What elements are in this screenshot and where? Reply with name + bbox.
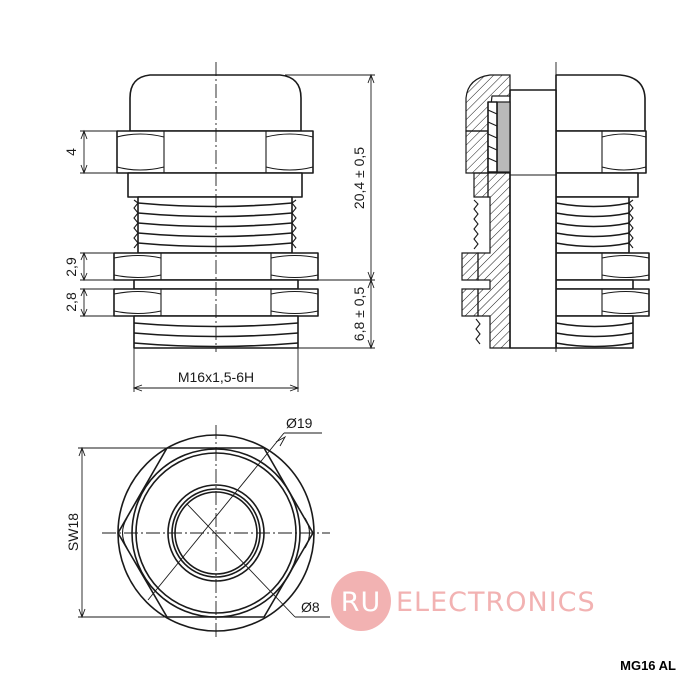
nut-height-top-label: 2,9 bbox=[63, 257, 79, 277]
nut-height-bottom-label: 2,8 bbox=[63, 292, 79, 312]
hex-height-label: 4 bbox=[63, 148, 79, 156]
top-dimensions: SW18 Ø19 Ø8 bbox=[65, 415, 330, 619]
front-upper-thread bbox=[133, 196, 297, 254]
brand-watermark: RU ELECTRONICS bbox=[331, 571, 596, 631]
front-dome-cap bbox=[129, 74, 302, 132]
front-cap-hex bbox=[116, 130, 314, 174]
top-hexagon bbox=[117, 447, 314, 618]
thread-length-label: 6,8 ± 0,5 bbox=[351, 287, 367, 342]
thread-spec-label: M16x1,5-6H bbox=[178, 369, 254, 385]
inner-diameter-label: Ø8 bbox=[301, 599, 320, 615]
part-number-label: MG16 AL bbox=[620, 658, 676, 673]
section-body-hatch bbox=[477, 172, 511, 349]
front-view bbox=[113, 62, 319, 352]
section-seal bbox=[496, 101, 511, 173]
total-height-label: 20,4 ± 0,5 bbox=[351, 147, 367, 209]
section-dome bbox=[555, 74, 646, 132]
top-view bbox=[102, 425, 330, 640]
watermark-ru: RU bbox=[341, 587, 382, 618]
outer-diameter-label: Ø19 bbox=[286, 415, 313, 431]
watermark-logo-circle bbox=[331, 571, 391, 631]
front-neck bbox=[127, 172, 303, 198]
wrench-size-label: SW18 bbox=[65, 513, 81, 551]
front-dimensions: 4 2,9 2,8 20,4 ± 0,5 6,8 ± 0,5 bbox=[63, 73, 375, 392]
watermark-brand-name: ELECTRONICS bbox=[396, 587, 596, 618]
section-view bbox=[461, 62, 650, 352]
section-bore bbox=[509, 89, 557, 349]
